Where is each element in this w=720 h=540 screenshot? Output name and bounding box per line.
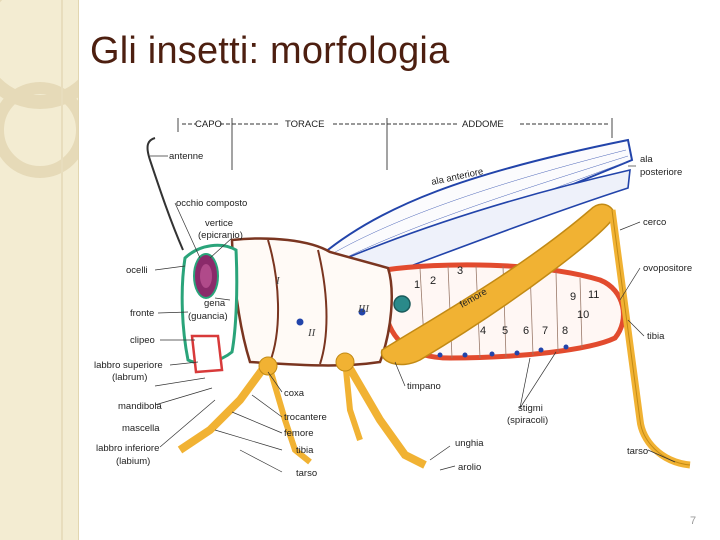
label-unghia: unghia (455, 438, 484, 449)
label-ocelli: ocelli (126, 265, 148, 276)
label-mandibola: mandibola (118, 401, 163, 412)
decorative-sidebar (0, 0, 79, 540)
label-guancia: (guancia) (188, 311, 228, 322)
region-markers (177, 118, 613, 170)
label-labium: (labium) (116, 456, 150, 467)
region-capo: CAPO (195, 119, 222, 130)
abdomen-segment-6: 6 (523, 325, 529, 337)
forewing (316, 138, 634, 269)
label-mascella: mascella (122, 423, 160, 434)
sidebar-ornament (0, 0, 78, 540)
label-spiracoli: (spiracoli) (507, 415, 548, 426)
label-ala-posteriore-2: posteriore (640, 167, 682, 178)
abdomen-segment-7: 7 (542, 325, 548, 337)
label-fronte: fronte (130, 308, 154, 319)
label-antenne: antenne (169, 151, 203, 162)
label-cerco: cerco (643, 217, 666, 228)
label-epicranio: (epicranio) (198, 230, 243, 241)
leader-lines (150, 155, 676, 473)
abdomen-segment-5: 5 (502, 325, 508, 337)
abdomen-segment-4: 4 (480, 325, 486, 337)
region-addome: ADDOME (462, 119, 504, 130)
label-trocantere: trocantere (284, 412, 327, 423)
label-ala-posteriore-1: ala (640, 154, 653, 165)
abdomen-segment-3: 3 (457, 265, 463, 277)
region-torace: TORACE (285, 119, 324, 130)
page-number: 7 (690, 515, 697, 527)
label-clipeo: clipeo (130, 335, 155, 346)
abdomen-segment-10: 10 (577, 309, 589, 321)
front-legs (177, 352, 427, 469)
thorax-segment-ii: II (307, 327, 317, 339)
label-arolio: arolio (458, 462, 481, 473)
abdomen-segment-2: 2 (430, 275, 436, 287)
antenna (146, 137, 184, 251)
label-labrum: (labrum) (112, 372, 147, 383)
label-tibia-hind: tibia (647, 331, 665, 342)
label-femore-leg: femore (284, 428, 314, 439)
abdomen-segment-11: 11 (588, 289, 599, 301)
abdomen-segment-9: 9 (570, 291, 576, 303)
abdomen-segment-1: 1 (414, 279, 420, 291)
label-labbro-inferiore: labbro inferiore (96, 443, 159, 454)
slide-title: Gli insetti: morfologia (90, 30, 450, 72)
hind-leg (380, 203, 691, 469)
label-tarso-hind: tarso (627, 446, 648, 457)
label-labbro-superiore: labbro superiore (94, 360, 163, 371)
abdomen-segment-8: 8 (562, 325, 568, 337)
label-ovopositore: ovopositore (643, 263, 692, 274)
label-coxa: coxa (284, 388, 305, 399)
label-occhio-composto: occhio composto (176, 198, 247, 209)
label-timpano: timpano (407, 381, 441, 392)
label-tibia-leg: tibia (296, 445, 314, 456)
thorax-segment-iii: III (357, 303, 370, 315)
label-gena: gena (204, 298, 226, 309)
thorax-segment-i: I (275, 275, 281, 287)
label-stigmi: stigmi (518, 403, 543, 414)
label-tarso-leg: tarso (296, 468, 317, 479)
label-vertice: vertice (205, 218, 233, 229)
thorax: I II III (230, 237, 411, 367)
head (180, 243, 239, 374)
